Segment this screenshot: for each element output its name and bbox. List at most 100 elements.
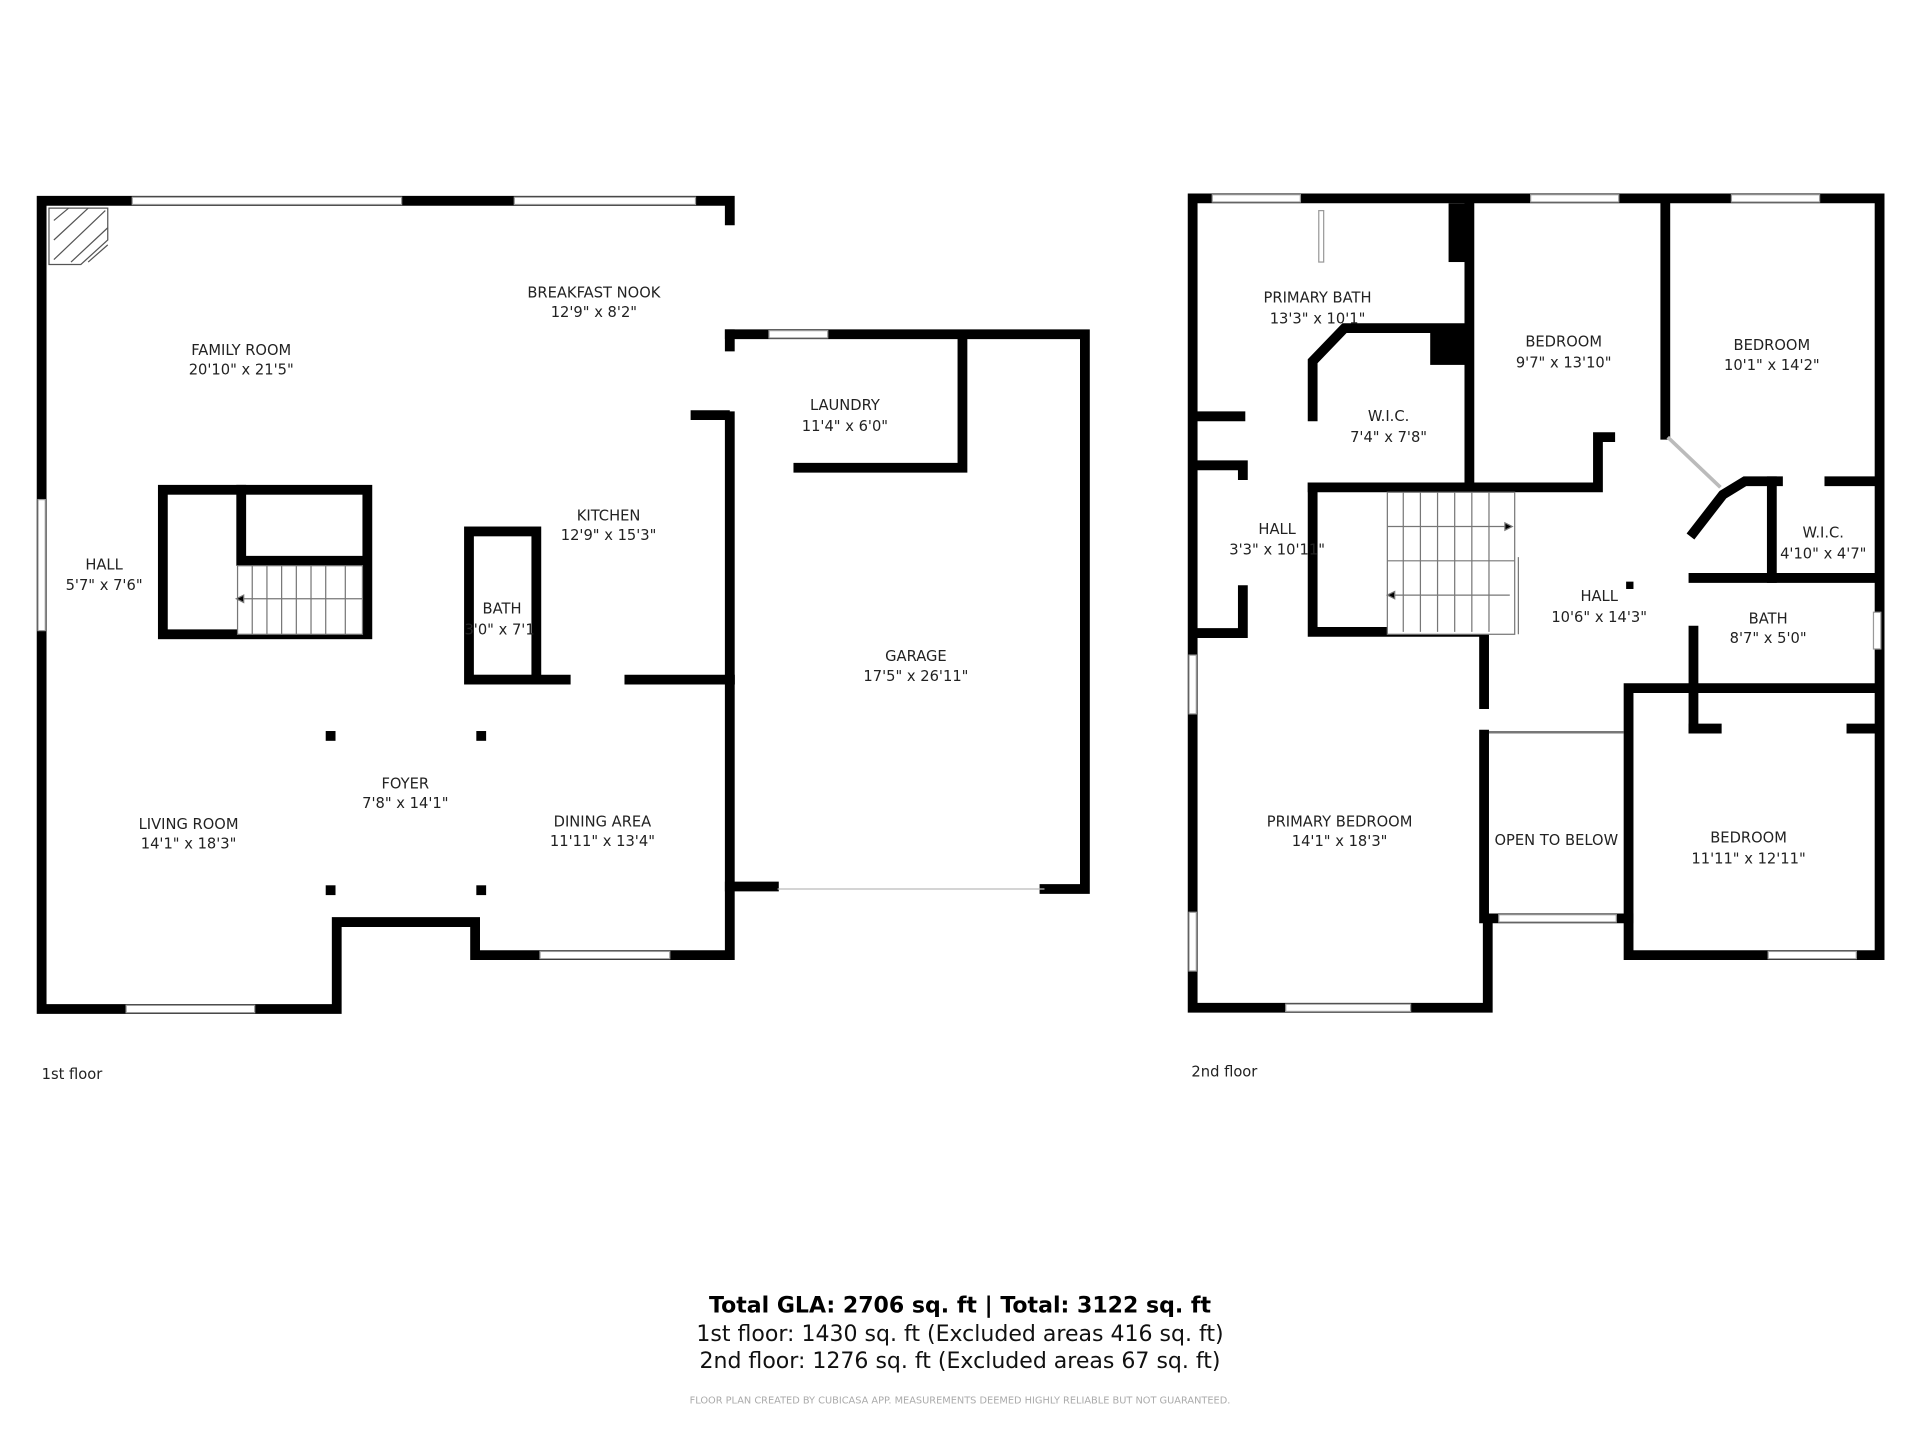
room-bedroom-2: BEDROOM 10'1" x 14'2"	[1724, 337, 1820, 374]
floor-1-outer-wall	[36, 195, 735, 1014]
svg-text:20'10" x 21'5": 20'10" x 21'5"	[189, 362, 294, 379]
room-garage: GARAGE 17'5" x 26'11"	[863, 648, 968, 685]
room-bedroom-3: BEDROOM 11'11" x 12'11"	[1691, 829, 1805, 867]
svg-text:10'1" x 14'2": 10'1" x 14'2"	[1724, 357, 1820, 374]
room-wic-1: W.I.C. 7'4" x 7'8"	[1350, 408, 1427, 446]
fireplace-icon	[48, 207, 109, 266]
total-area: Total GLA: 2706 sq. ft | Total: 3122 sq.…	[709, 1294, 1211, 1319]
room-family-room: FAMILY ROOM 20'10" x 21'5"	[189, 342, 294, 379]
floor-2-area: 2nd floor: 1276 sq. ft (Excluded areas 6…	[699, 1349, 1220, 1374]
svg-text:3'3" x 10'11": 3'3" x 10'11"	[1229, 542, 1325, 559]
columns	[325, 731, 487, 896]
window	[1188, 911, 1197, 972]
wall	[1686, 476, 1783, 540]
svg-text:W.I.C.: W.I.C.	[1368, 408, 1409, 425]
svg-text:3'0" x 7'1: 3'0" x 7'1	[464, 621, 534, 638]
window	[1498, 914, 1617, 923]
svg-text:8'7" x 5'0": 8'7" x 5'0"	[1730, 630, 1807, 647]
window	[1188, 654, 1197, 715]
window	[1872, 611, 1882, 650]
wall	[1192, 460, 1248, 480]
laundry-wall	[793, 334, 968, 473]
svg-text:12'9" x 8'2": 12'9" x 8'2"	[551, 304, 637, 321]
wall	[1623, 683, 1699, 924]
room-laundry: LAUNDRY 11'4" x 6'0"	[802, 397, 888, 435]
svg-text:HALL: HALL	[1580, 588, 1618, 605]
svg-text:7'8" x 14'1": 7'8" x 14'1"	[362, 795, 448, 812]
svg-text:BEDROOM: BEDROOM	[1525, 334, 1602, 351]
floor-1-plan: FAMILY ROOM 20'10" x 21'5" BREAKFAST NOOK…	[36, 195, 1090, 1083]
bath-wall	[464, 526, 542, 685]
svg-text:13'3" x 10'1": 13'3" x 10'1"	[1270, 310, 1366, 327]
svg-text:GARAGE: GARAGE	[885, 648, 946, 665]
window	[1211, 194, 1302, 203]
window	[125, 1004, 256, 1014]
room-kitchen: KITCHEN 12'9" x 15'3"	[561, 507, 657, 544]
svg-text:11'11" x 12'11": 11'11" x 12'11"	[1691, 850, 1805, 867]
window	[1285, 1003, 1412, 1013]
room-hall-small: HALL 3'3" x 10'11"	[1229, 521, 1325, 559]
window	[37, 498, 46, 632]
room-dining-area: DINING AREA 11'11" x 13'4"	[550, 814, 655, 851]
room-breakfast-nook: BREAKFAST NOOK 12'9" x 8'2"	[527, 285, 660, 322]
wall	[1192, 585, 1248, 638]
svg-text:7'4" x 7'8": 7'4" x 7'8"	[1350, 429, 1427, 446]
svg-text:PRIMARY BEDROOM: PRIMARY BEDROOM	[1267, 814, 1413, 831]
svg-text:11'4" x 6'0": 11'4" x 6'0"	[802, 418, 888, 435]
svg-text:17'5" x 26'11": 17'5" x 26'11"	[863, 668, 968, 685]
door	[1666, 435, 1722, 489]
stairs-icon	[1385, 491, 1519, 635]
svg-text:KITCHEN: KITCHEN	[577, 507, 641, 524]
room-foyer: FOYER 7'8" x 14'1"	[362, 776, 448, 813]
window	[768, 330, 829, 339]
svg-text:BREAKFAST NOOK: BREAKFAST NOOK	[527, 285, 660, 302]
window	[539, 950, 671, 960]
wall-block	[1448, 203, 1467, 263]
svg-text:FOYER: FOYER	[381, 776, 429, 793]
room-wic-2: W.I.C. 4'10" x 4'7"	[1780, 525, 1866, 563]
svg-text:11'11" x 13'4": 11'11" x 13'4"	[550, 833, 655, 850]
svg-text:HALL: HALL	[85, 556, 123, 573]
room-bath: BATH 3'0" x 7'1	[464, 600, 534, 638]
svg-text:12'9" x 15'3": 12'9" x 15'3"	[561, 527, 657, 544]
room-bath: BATH 8'7" x 5'0"	[1730, 610, 1807, 647]
floor-1-area: 1st floor: 1430 sq. ft (Excluded areas 4…	[696, 1322, 1223, 1347]
window	[1767, 950, 1857, 960]
svg-text:PRIMARY BATH: PRIMARY BATH	[1264, 289, 1372, 306]
room-open-to-below: OPEN TO BELOW	[1494, 832, 1618, 849]
svg-text:4'10" x 4'7": 4'10" x 4'7"	[1780, 545, 1866, 562]
svg-text:BEDROOM: BEDROOM	[1710, 829, 1787, 846]
stairs-icon	[234, 565, 364, 635]
svg-text:FAMILY ROOM: FAMILY ROOM	[191, 342, 291, 359]
floor-2-label: 2nd floor	[1191, 1063, 1258, 1080]
svg-text:9'7" x 13'10": 9'7" x 13'10"	[1516, 354, 1612, 371]
post	[1626, 581, 1634, 589]
svg-text:BEDROOM: BEDROOM	[1734, 337, 1811, 354]
wic-wall	[1307, 323, 1472, 422]
floor-1-label: 1st floor	[42, 1066, 104, 1083]
window	[1318, 210, 1325, 263]
svg-text:W.I.C.: W.I.C.	[1803, 525, 1844, 542]
wall	[236, 484, 370, 566]
room-bedroom-1: BEDROOM 9'7" x 13'10"	[1516, 334, 1612, 372]
window	[1730, 194, 1821, 203]
window	[1530, 194, 1620, 203]
svg-text:LAUNDRY: LAUNDRY	[810, 397, 880, 414]
garage-wall	[724, 329, 1090, 894]
svg-text:14'1" x 18'3": 14'1" x 18'3"	[141, 836, 237, 853]
window	[131, 196, 403, 206]
window	[513, 196, 697, 206]
floor-2-plan: PRIMARY BATH 13'3" x 10'1" BEDROOM 9'7" x …	[1187, 193, 1885, 1080]
room-hall: HALL 10'6" x 14'3"	[1551, 588, 1647, 626]
svg-text:BATH: BATH	[1749, 610, 1788, 627]
svg-text:HALL: HALL	[1258, 521, 1296, 538]
svg-text:BATH: BATH	[483, 600, 522, 617]
wall-block	[1430, 328, 1467, 365]
svg-text:10'6" x 14'3": 10'6" x 14'3"	[1551, 609, 1647, 626]
svg-text:DINING AREA: DINING AREA	[554, 814, 652, 831]
svg-text:LIVING ROOM: LIVING ROOM	[139, 816, 239, 833]
svg-text:OPEN TO BELOW: OPEN TO BELOW	[1494, 832, 1618, 849]
